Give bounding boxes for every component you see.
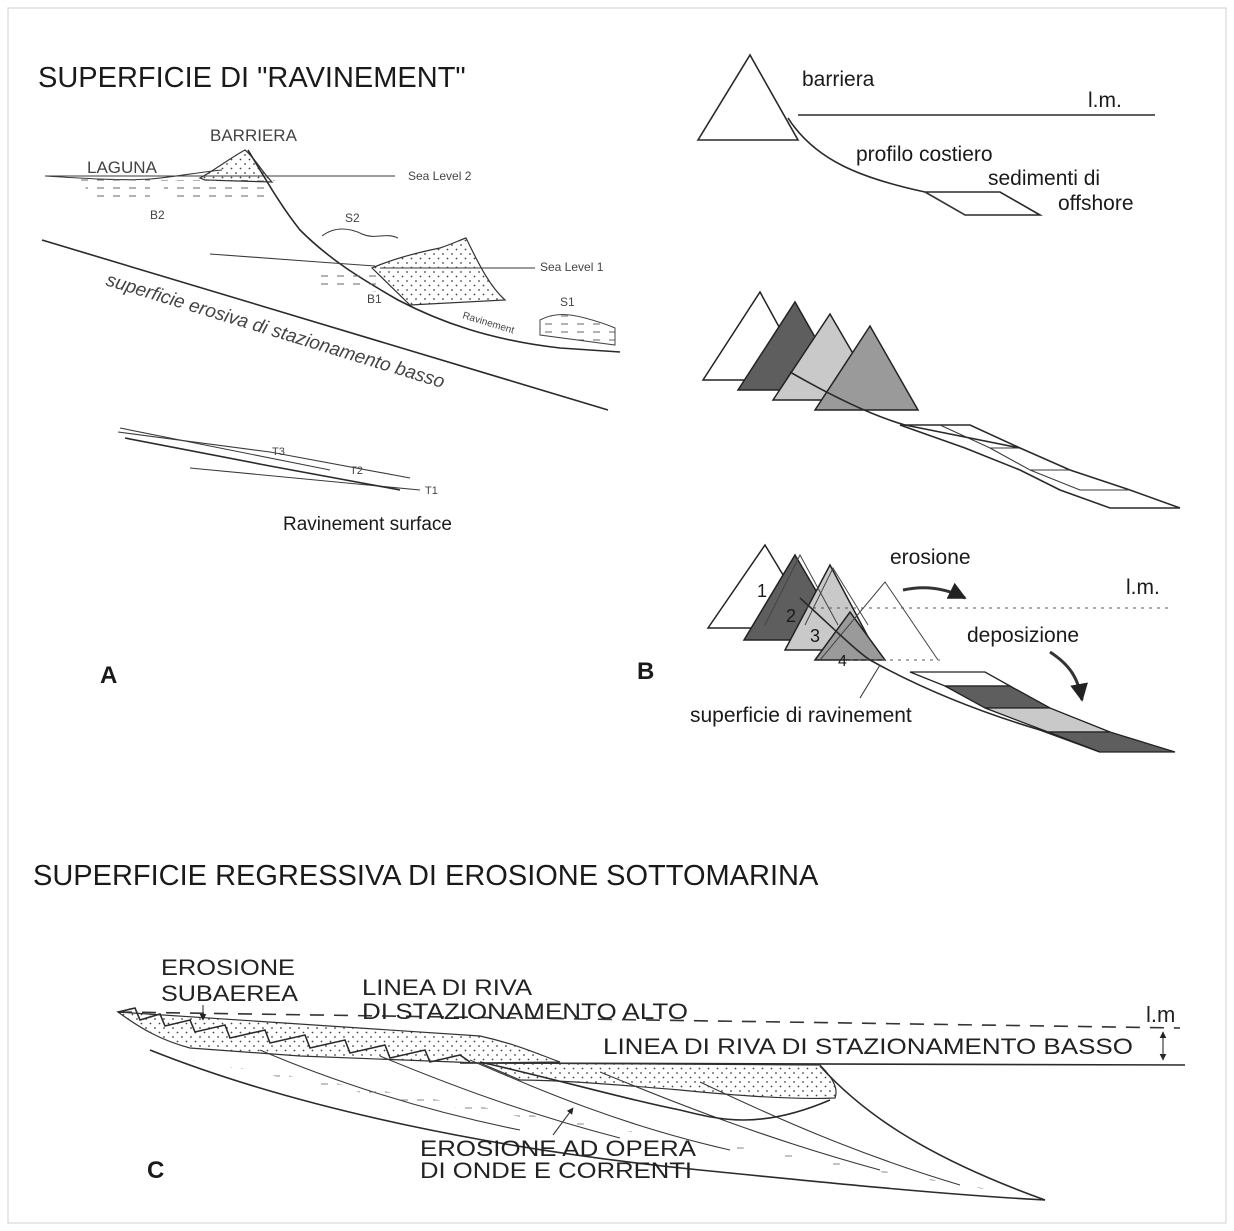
- deposition-arrow: [1049, 650, 1088, 702]
- linea-alto-label-2: DI STAZIONAMENTO ALTO: [362, 999, 688, 1024]
- mid-sediment-divider-2: [989, 447, 1070, 471]
- panel-c-title: SUPERFICIE REGRESSIVA DI EROSIONE SOTTOM…: [33, 860, 819, 892]
- number-1-label: 1: [757, 581, 767, 601]
- barrier-2: [198, 149, 274, 183]
- ghost-triangle-2: [764, 553, 839, 626]
- linea-basso-label: LINEA DI RIVA DI STAZIONAMENTO BASSO: [603, 1034, 1133, 1059]
- sea-level-2-label: Sea Level 2: [408, 169, 472, 183]
- ghost-triangle-4: [819, 581, 939, 661]
- panel-b-bottom: erosione l.m. deposizione superficie di …: [637, 543, 1176, 753]
- high-sea-level-dashed: [117, 1011, 1181, 1029]
- deposit-4: [1047, 731, 1176, 753]
- offshore-dash-fill: [180, 1058, 1040, 1198]
- t1-label: T1: [425, 485, 438, 497]
- erosione-subaerea-label-2: SUBAEREA: [161, 981, 298, 1006]
- ravinement-surface-label: Ravinement surface: [283, 514, 452, 535]
- b1-label: B1: [367, 292, 382, 306]
- erosione-onde-label-2: DI ONDE E CORRENTI: [420, 1158, 692, 1183]
- t3-line: [117, 431, 411, 479]
- mid-sediment-divider-1: [939, 424, 1020, 449]
- clinoform-2: [379, 1055, 621, 1139]
- marine-erosion-pointer: [552, 1107, 574, 1136]
- panel-a-title: SUPERFICIE DI "RAVINEMENT": [38, 62, 466, 94]
- laguna-label: LAGUNA: [87, 158, 158, 177]
- superficie-ravinement-label: superficie di ravinement: [690, 704, 912, 727]
- figure-frame: [7, 7, 1227, 1224]
- t3-label: T3: [272, 446, 285, 458]
- sea-level-1-label: Sea Level 1: [540, 260, 604, 274]
- s1-label: S1: [560, 295, 575, 309]
- number-2-label: 2: [786, 606, 796, 626]
- mid-profile: [789, 371, 1021, 449]
- clinoform-5: [699, 1081, 961, 1186]
- profilo-label: profilo costiero: [856, 143, 993, 166]
- deposit-1: [909, 671, 1013, 687]
- subaerial-erosion-crenel: [117, 1007, 471, 1063]
- barrier-2-lagoon-fill: [160, 180, 275, 200]
- clinoform-6: [819, 1065, 1046, 1201]
- erosione-label: erosione: [890, 546, 971, 569]
- mid-triangle-4: [813, 324, 920, 411]
- lower-dotted-wedge: [479, 1062, 837, 1100]
- panel-c: SUPERFICIE REGRESSIVA DI EROSIONE SOTTOM…: [33, 860, 1186, 1201]
- ravinement-label: Ravinement: [461, 310, 515, 336]
- mid-sediment-divider-3: [1029, 469, 1130, 491]
- s1-deposit: [539, 314, 616, 346]
- s2-label: S2: [345, 211, 360, 225]
- erosione-subaerea-label-1: EROSIONE: [161, 955, 295, 980]
- coastal-profile: [787, 117, 926, 193]
- ravinement-surface-line: [124, 437, 401, 491]
- lm-b-bottom-label: l.m.: [1126, 576, 1160, 599]
- panel-a: SUPERFICIE DI "RAVINEMENT" S2 BARRIERA L…: [38, 62, 621, 689]
- barrier-1-lagoon-fill: [310, 270, 380, 292]
- number-4-label: 4: [838, 653, 847, 670]
- barriera-b-label: barriera: [802, 68, 875, 91]
- clinoform-4: [599, 1071, 881, 1171]
- lm-c-label: l.m: [1146, 1002, 1175, 1027]
- lm-b-top-label: l.m.: [1088, 89, 1122, 112]
- barrier-triangle: [696, 53, 800, 141]
- b2-label: B2: [150, 208, 165, 222]
- s2-deposit: [321, 228, 399, 239]
- ravinement-pointer: [859, 664, 881, 699]
- barrier-1: [370, 237, 507, 306]
- sedimenti-label-2: offshore: [1058, 192, 1134, 215]
- deposit-2: [944, 685, 1051, 709]
- panel-b-middle: [701, 290, 1181, 509]
- linea-alto-label-1: LINEA DI RIVA: [362, 975, 532, 1000]
- mid-sediment-blocks: [899, 424, 1181, 509]
- ghost-triangle-3: [804, 566, 869, 626]
- lagoon-fill: [80, 178, 150, 200]
- erosione-onde-label-1: EROSIONE AD OPERA: [420, 1136, 696, 1161]
- base-surface: [149, 1049, 1046, 1201]
- barrier-1-lagoon: [209, 253, 376, 267]
- t2-label: T2: [350, 465, 363, 477]
- panel-b-top: barriera l.m. profilo costiero sedimenti…: [696, 53, 1155, 216]
- sedimenti-label-1: sedimenti di: [988, 167, 1100, 190]
- clinoform-3: [469, 1059, 731, 1151]
- barriera-label: BARRIERA: [210, 126, 298, 145]
- deposit-3: [984, 707, 1111, 733]
- ravinement-profile: [799, 597, 1101, 753]
- t2-line: [119, 427, 331, 471]
- erosion-arrow: [902, 582, 967, 600]
- marine-erosion-surface: [479, 1061, 831, 1121]
- erosive-surface-line: [41, 239, 609, 411]
- number-3-label: 3: [810, 626, 820, 646]
- deposizione-label: deposizione: [967, 624, 1079, 647]
- coastal-profile-tail: [924, 191, 966, 216]
- panel-b-letter: B: [637, 658, 654, 685]
- panel-a-letter: A: [100, 662, 117, 689]
- panel-c-letter: C: [147, 1157, 164, 1184]
- offshore-sediment: [922, 191, 1043, 216]
